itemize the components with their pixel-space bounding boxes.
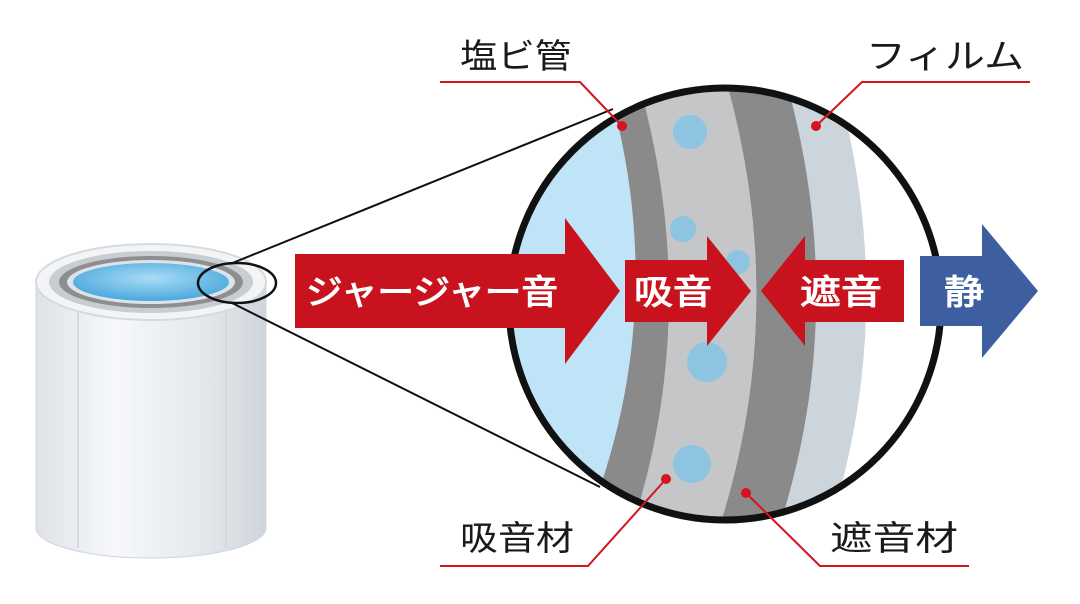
sound-insulating-leader-dot: [741, 488, 751, 498]
pvc-pipe-leader-dot: [617, 121, 627, 131]
film-leader: [815, 81, 1030, 127]
cylinder-body: [35, 281, 267, 559]
absorb-arrow: 吸音: [625, 236, 751, 346]
zoom-line-bottom: [229, 301, 601, 488]
absorb-arrow-shape: [625, 236, 751, 346]
sound-absorbing-leader: [440, 478, 667, 567]
quiet-arrow: 静: [920, 224, 1038, 358]
zoom-source-ellipse: [196, 261, 278, 305]
sound-absorbing-material-label: 吸音材: [460, 519, 574, 559]
film-leader-dot: [811, 121, 821, 131]
quiet-arrow-label: 静: [944, 273, 984, 313]
film-label: フィルム: [866, 37, 1024, 77]
label-film: フィルム: [811, 37, 1030, 131]
absorb-arrow-label: 吸音: [634, 273, 712, 313]
pipe-cylinder: [35, 243, 278, 559]
air-bubbles: [670, 115, 750, 483]
sound-insulating-leader: [745, 492, 969, 567]
label-sound-insulating-material: 遮音材: [741, 488, 969, 567]
noise-arrow-label: ジャージャー音: [306, 273, 558, 313]
bubble: [673, 115, 707, 149]
zoom-line-top: [229, 108, 614, 265]
sound-insulating-material-label: 遮音材: [830, 519, 958, 559]
pvc-pipe-label: 塩ビ管: [460, 37, 572, 77]
sound-insulating-layer: [715, 88, 817, 520]
cylinder-water-surface: [73, 263, 229, 301]
insulate-arrow: 遮音: [761, 236, 904, 346]
bubble: [670, 216, 696, 242]
label-pvc-pipe: 塩ビ管: [440, 37, 627, 131]
insulate-arrow-shape: [761, 236, 904, 346]
bubble: [687, 342, 727, 382]
noise-arrow: ジャージャー音: [295, 218, 620, 364]
quiet-arrow-shape: [920, 224, 1038, 358]
noise-arrow-shape: [295, 218, 620, 364]
bubble: [673, 445, 711, 483]
pvc-pipe-layer: [580, 88, 670, 520]
pvc-pipe-leader: [440, 81, 623, 127]
sound-absorbing-leader-dot: [661, 474, 671, 484]
insulate-arrow-label: 遮音: [800, 273, 882, 313]
label-sound-absorbing-material: 吸音材: [440, 474, 671, 567]
